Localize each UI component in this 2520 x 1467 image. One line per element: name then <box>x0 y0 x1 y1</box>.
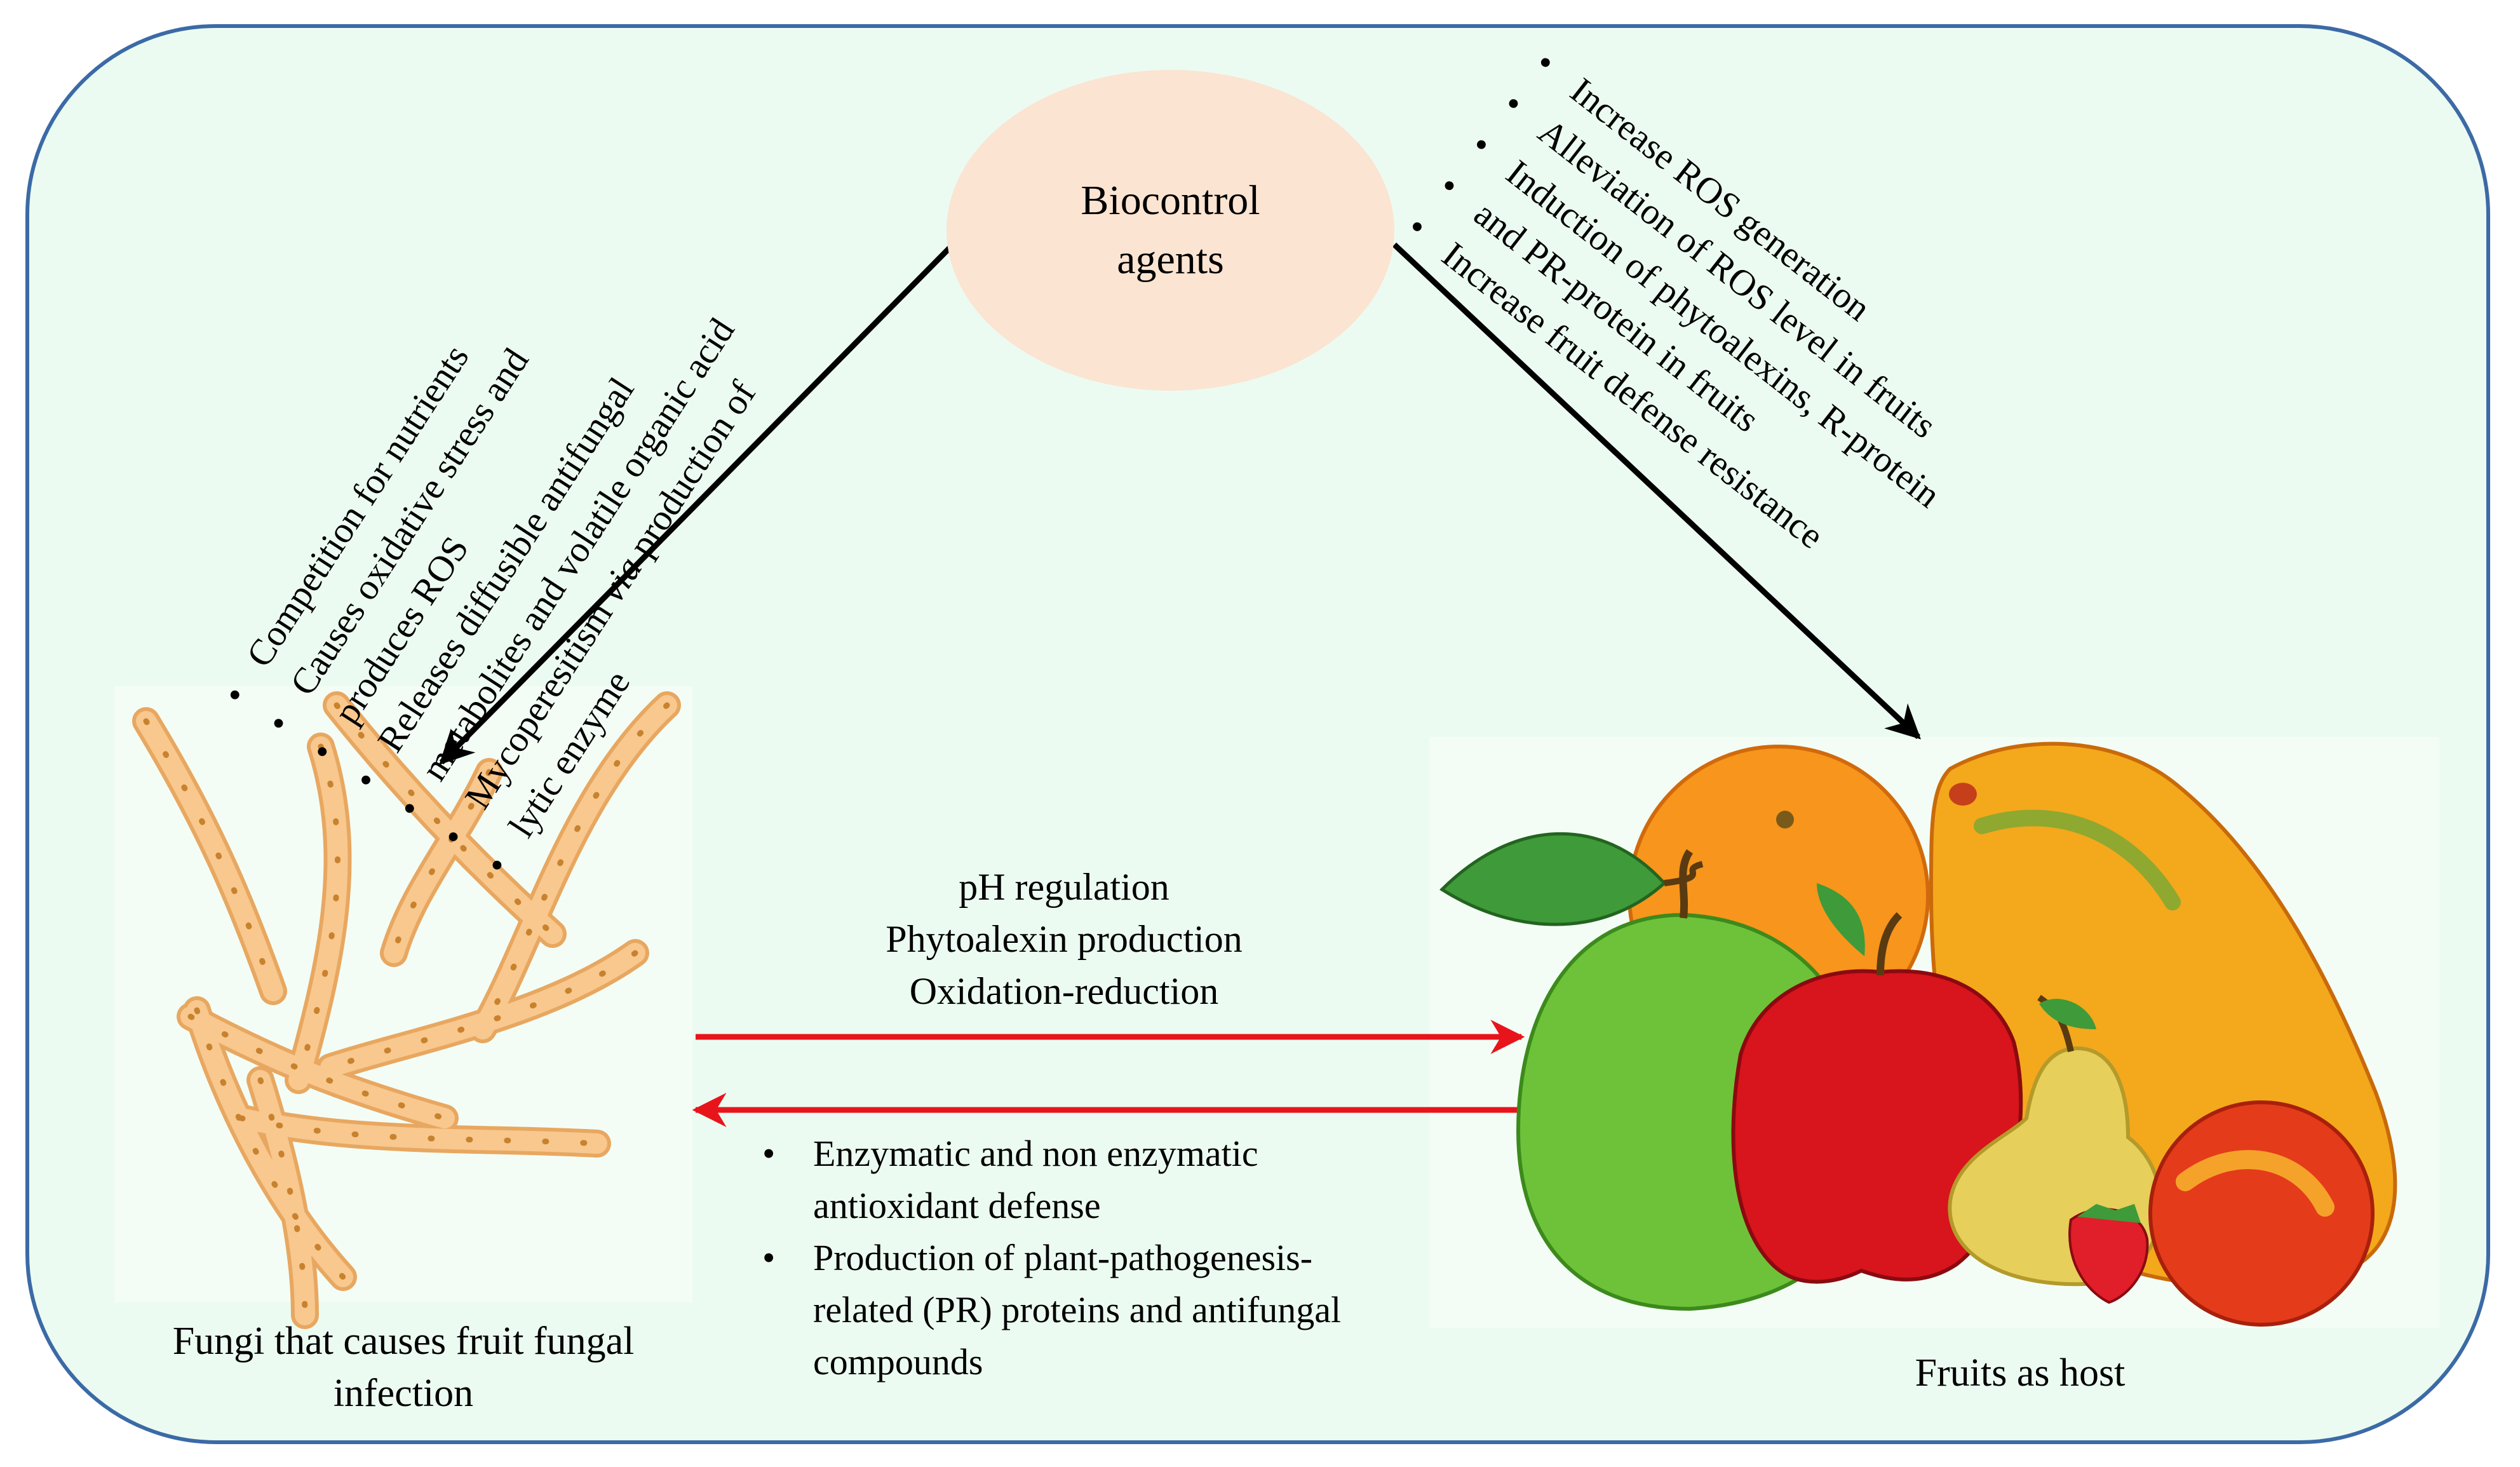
biocontrol-agents-node: Biocontrol agents <box>947 70 1394 391</box>
arrow-agents-to-fruits <box>1392 242 1921 740</box>
host-response-item: Enzymatic and non enzymatic <box>762 1128 1341 1180</box>
fungi-caption-line2: infection <box>333 1372 474 1415</box>
interaction-back-list: Enzymatic and non enzymatic antioxidant … <box>762 1128 1341 1388</box>
interaction-label: Oxidation-reduction <box>909 970 1219 1012</box>
fungi-caption-line1: Fungi that causes fruit fungal <box>172 1320 635 1363</box>
agents-label-line1: Biocontrol <box>1081 177 1260 224</box>
interaction-label: pH regulation <box>959 866 1169 908</box>
fruits-illustration <box>1439 741 2397 1327</box>
host-response-item-cont: compounds <box>813 1341 983 1382</box>
leaf <box>1439 832 1667 926</box>
peach <box>2148 1100 2375 1327</box>
interaction-label: Phytoalexin production <box>886 918 1243 960</box>
host-response-item-cont: antioxidant defense <box>813 1185 1101 1226</box>
fungi-caption: Fungi that causes fruit fungal infection <box>102 1315 705 1419</box>
host-response-item-cont: related (PR) proteins and antifungal <box>813 1289 1342 1330</box>
agents-label-line2: agents <box>1117 236 1224 283</box>
interaction-forward-labels: pH regulation Phytoalexin production Oxi… <box>699 861 1429 1017</box>
fruits-caption: Fruits as host <box>1915 1351 2126 1395</box>
host-response-item: Production of plant-pathogenesis- <box>762 1232 1341 1284</box>
fungal-hyphae-illustration <box>132 691 681 1329</box>
